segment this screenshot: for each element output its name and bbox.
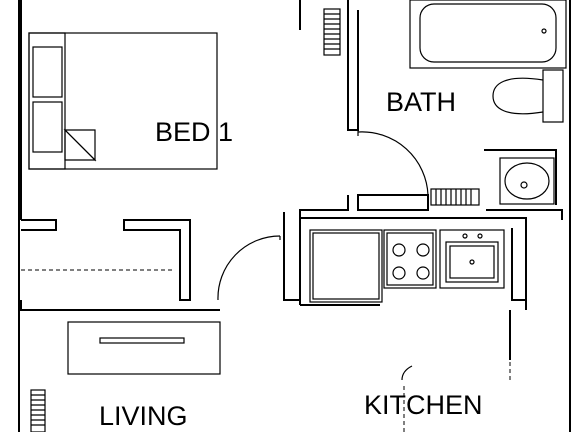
bathtub — [409, 0, 567, 69]
living-bench — [67, 321, 221, 375]
refrigerator — [309, 229, 383, 303]
bathroom-sink — [499, 157, 555, 205]
toilet — [492, 69, 564, 123]
room-label-living: LIVING — [99, 401, 188, 431]
bedroom-closet-walls — [21, 219, 191, 301]
bathroom-radiator — [430, 188, 480, 206]
bedroom-door — [217, 235, 281, 301]
room-label-bath: BATH — [386, 87, 456, 117]
living-radiator — [30, 389, 46, 432]
kitchen-sink — [439, 229, 505, 289]
bedroom-radiator — [323, 8, 341, 56]
stove — [383, 229, 437, 289]
room-label-bed-1: BED 1 — [155, 117, 233, 147]
bed-1 — [28, 32, 218, 170]
bathroom-door — [357, 130, 429, 196]
room-label-kitchen: KITCHEN — [364, 390, 483, 420]
kitchen-walls — [299, 217, 527, 432]
bathroom-walls — [283, 0, 563, 301]
exterior-walls — [18, 0, 571, 432]
